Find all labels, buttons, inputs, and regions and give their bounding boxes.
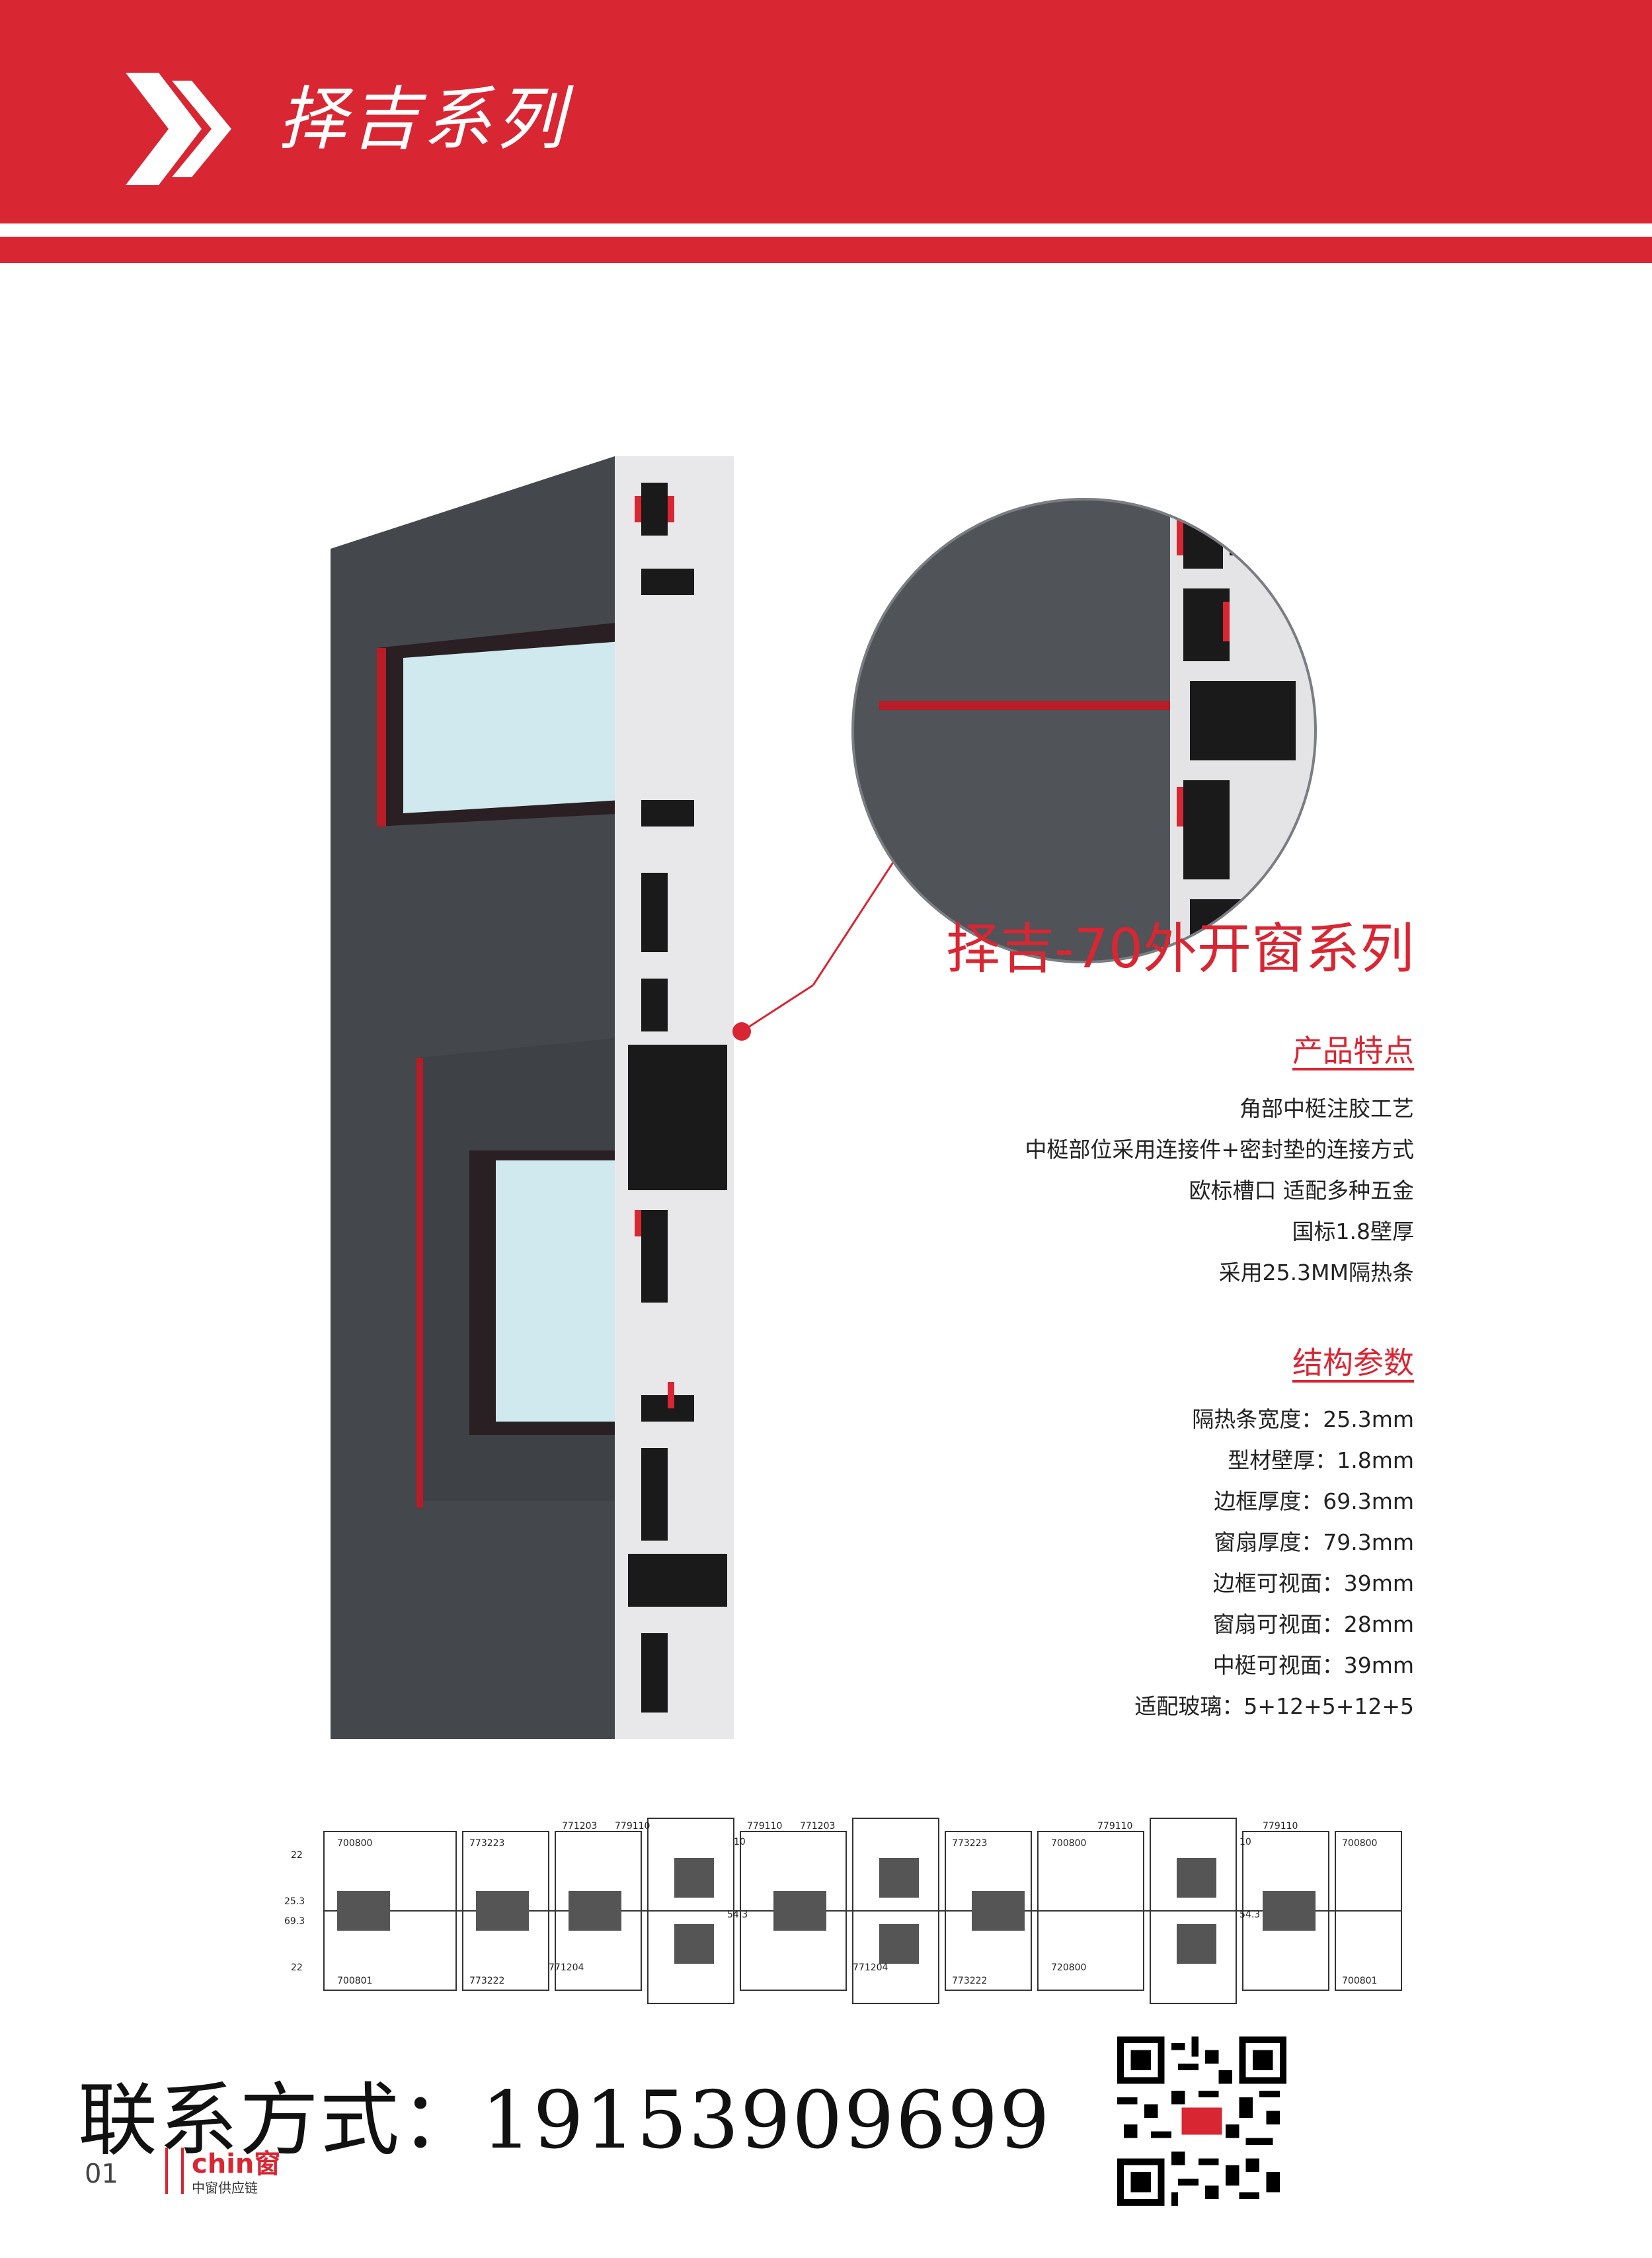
parameter-list: 隔热条宽度：25.3mm 型材壁厚：1.8mm 边框厚度：69.3mm 窗扇厚度… [1134, 1399, 1414, 1727]
window-profile-render [331, 456, 1317, 1739]
part-code: 773223 [952, 1838, 987, 1849]
parameter-item: 适配玻璃：5+12+5+12+5 [1134, 1693, 1414, 1719]
dimension-label: 54.3 [727, 1910, 748, 1920]
parameter-item: 隔热条宽度：25.3mm [1192, 1406, 1414, 1432]
parameter-item: 型材壁厚：1.8mm [1228, 1447, 1414, 1473]
dimension-label: 69.3 [284, 1916, 305, 1927]
part-code: 773223 [469, 1838, 504, 1849]
dimension-label: 22 [291, 1850, 303, 1861]
feature-list: 角部中梃注胶工艺 中梃部位采用连接件+密封垫的连接方式 欧标槽口 适配多种五金 … [1025, 1088, 1414, 1293]
feature-item: 采用25.3MM隔热条 [1218, 1260, 1414, 1285]
part-code: 771204 [549, 1962, 584, 1973]
part-code: 779110 [615, 1821, 650, 1832]
logo-text: chin窗 [192, 2149, 280, 2179]
logo-subtext: 中窗供应链 [192, 2180, 258, 2196]
contact-info: 联系方式：19153909699 [78, 2075, 1051, 2167]
part-code: 700800 [1051, 1838, 1086, 1849]
part-code: 773222 [952, 1976, 987, 1986]
dimension-label: 25.3 [284, 1896, 305, 1907]
part-code: 700800 [337, 1838, 372, 1849]
dimension-label: 10 [1239, 1837, 1251, 1847]
series-title: 择吉系列 [278, 79, 569, 159]
parameter-item: 中梃可视面：39mm [1212, 1652, 1414, 1678]
cross-section-drawing: 700800 773223 771203 779110 779110 77120… [284, 1818, 1402, 2004]
parameter-item: 窗扇厚度：79.3mm [1214, 1529, 1414, 1555]
dimension-label: 54.3 [1239, 1910, 1260, 1920]
features-heading: 产品特点 [1292, 1033, 1414, 1069]
header-divider [0, 223, 1652, 237]
parameter-item: 边框可视面：39mm [1212, 1570, 1414, 1596]
chin-window-logo: chin窗 中窗供应链 [165, 2148, 280, 2196]
page-number: 01 [85, 2159, 118, 2189]
feature-item: 中梃部位采用连接件+密封垫的连接方式 [1025, 1137, 1414, 1162]
product-name: 择吉-70外开窗系列 [946, 918, 1414, 981]
part-code: 779110 [1263, 1821, 1298, 1832]
part-code: 700801 [1342, 1976, 1377, 1986]
feature-item: 欧标槽口 适配多种五金 [1189, 1178, 1415, 1203]
dimension-label: 10 [734, 1837, 746, 1847]
dimension-label: 22 [291, 1962, 303, 1973]
part-code: 773222 [469, 1976, 504, 1986]
header-lower-band [0, 237, 1652, 263]
part-code: 720800 [1051, 1962, 1086, 1973]
part-code: 700801 [337, 1976, 372, 1986]
parameters-heading: 结构参数 [1292, 1345, 1414, 1381]
double-chevron-right-icon [126, 73, 231, 185]
qr-code-icon[interactable] [1117, 2036, 1286, 2206]
part-code: 771204 [853, 1962, 888, 1973]
part-code: 771203 [562, 1821, 597, 1832]
part-code: 779110 [747, 1821, 782, 1832]
part-code: 771203 [800, 1821, 835, 1832]
part-code: 779110 [1097, 1821, 1132, 1832]
header-banner [0, 0, 1652, 223]
feature-item: 国标1.8壁厚 [1292, 1219, 1414, 1244]
feature-item: 角部中梃注胶工艺 [1239, 1096, 1414, 1121]
parameter-item: 窗扇可视面：28mm [1212, 1611, 1414, 1637]
parameter-item: 边框厚度：69.3mm [1214, 1488, 1414, 1514]
part-code: 700800 [1342, 1838, 1377, 1849]
